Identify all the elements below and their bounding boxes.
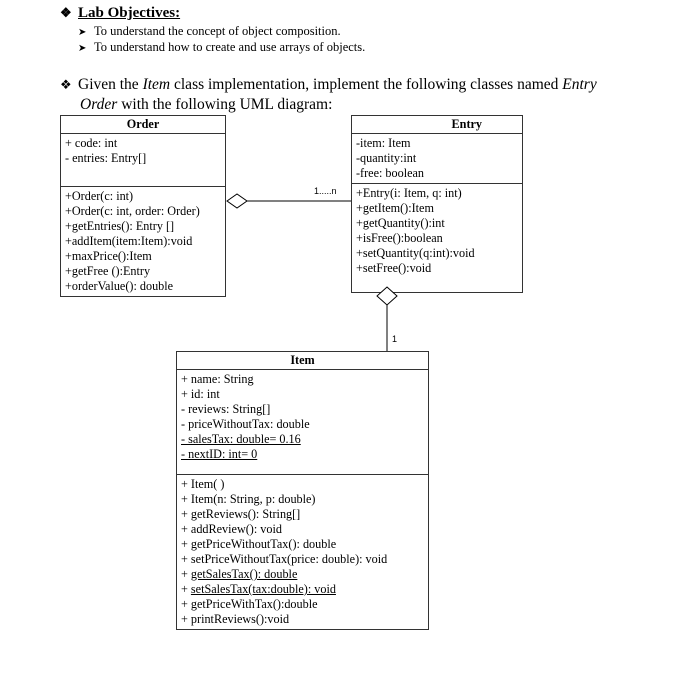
diamond-bullet-icon: ❖ xyxy=(60,5,72,20)
order-class-name: Order xyxy=(60,115,226,134)
item-methods: + Item( ) + Item(n: String, p: double) +… xyxy=(176,474,429,630)
composition-diamond-icon xyxy=(376,286,398,306)
item-attributes: + name: String + id: int - reviews: Stri… xyxy=(176,369,429,475)
item-class-box: Item + name: String + id: int - reviews:… xyxy=(176,351,429,630)
entry-attributes: -item: Item -quantity:int -free: boolean xyxy=(351,133,523,184)
arrow-bullet-icon: ➤ xyxy=(78,43,87,54)
instruction-text: ❖Given the Item class implementation, im… xyxy=(60,76,597,113)
composition-diamond-icon xyxy=(226,193,248,209)
diamond-bullet-icon: ❖ xyxy=(60,77,72,92)
entry-item-multiplicity: 1 xyxy=(392,334,397,344)
order-methods: +Order(c: int) +Order(c: int, order: Ord… xyxy=(60,186,226,297)
objective-item-2: ➤To understand how to create and use arr… xyxy=(78,40,366,54)
order-entry-multiplicity: 1.....n xyxy=(314,186,337,196)
entry-methods: +Entry(i: Item, q: int) +getItem():Item … xyxy=(351,183,523,293)
objective-item-1: ➤To understand the concept of object com… xyxy=(78,24,341,38)
arrow-bullet-icon: ➤ xyxy=(78,27,87,38)
entry-class-box: Entry -item: Item -quantity:int -free: b… xyxy=(351,115,523,293)
order-class-box: Order + code: int - entries: Entry[] +Or… xyxy=(60,115,226,297)
static-method: setSalesTax(tax:double): void xyxy=(190,582,336,596)
static-method: getSalesTax(): double xyxy=(190,567,298,581)
lab-objectives-heading: ❖Lab Objectives: xyxy=(60,5,181,21)
